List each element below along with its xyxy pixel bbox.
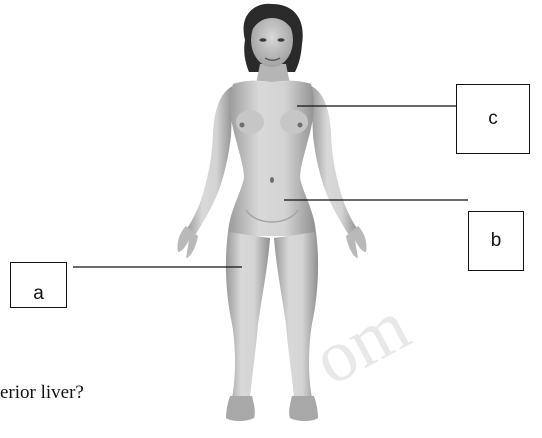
- right-nipple: [298, 123, 303, 128]
- question-text: erior liver?: [0, 382, 84, 404]
- left-breast: [236, 110, 264, 134]
- left-nipple: [240, 123, 245, 128]
- label-box-b: b: [468, 211, 524, 271]
- left-leg: [226, 232, 270, 398]
- torso: [228, 81, 316, 236]
- label-box-c: c: [456, 84, 530, 154]
- navel: [270, 177, 274, 183]
- label-c-text: c: [488, 108, 498, 130]
- label-a-text: a: [33, 283, 44, 305]
- left-arm: [186, 86, 233, 234]
- right-foot: [289, 396, 318, 421]
- left-eye: [260, 38, 267, 42]
- right-arm: [311, 86, 358, 234]
- label-b-text: b: [491, 230, 502, 252]
- right-breast: [280, 110, 308, 134]
- right-eye: [278, 38, 285, 42]
- right-leg: [274, 232, 318, 398]
- left-foot: [226, 396, 255, 421]
- label-box-a: a: [10, 262, 67, 308]
